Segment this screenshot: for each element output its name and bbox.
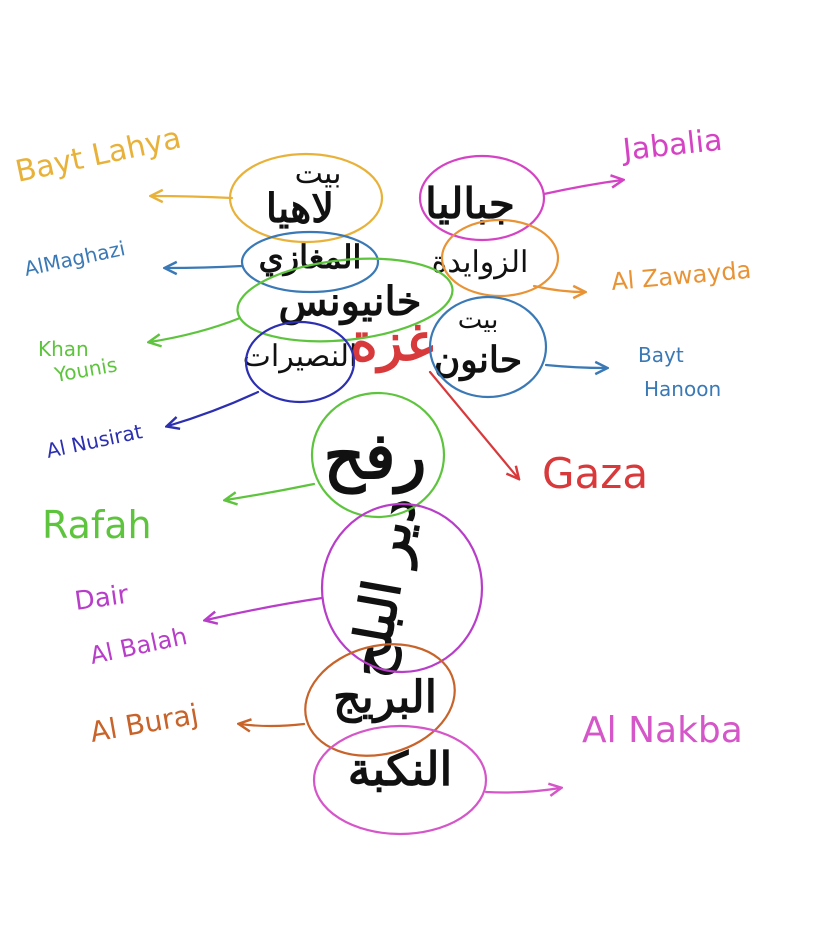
ellipse-al-maghazi <box>240 230 380 294</box>
label-bayt-hanoon-1: Bayt <box>638 343 684 367</box>
label-khan-younis-1: Khan <box>38 337 89 361</box>
label-dair-al-balah-1: Dair <box>73 580 131 617</box>
label-bayt-lahya: Bayt Lahya <box>12 121 184 190</box>
label-al-nakba: Al Nakba <box>582 710 743 751</box>
arabic-rafah: رفح <box>324 419 427 495</box>
arrow-al-buraj <box>240 724 306 726</box>
ellipse-al-zawayda <box>440 218 560 298</box>
arrow-al-nusirat <box>168 390 260 426</box>
arrow-bayt-hanoon <box>544 365 606 368</box>
arrow-gaza <box>428 370 518 478</box>
arabic-al-buraj: البريج <box>333 672 437 724</box>
arabic-al-nusirat: النصيرات <box>243 339 358 374</box>
arabic-bayt-lahya-1: بيت <box>295 156 342 191</box>
ellipse-dair-al-balah <box>320 502 484 674</box>
arabic-al-zawayda: الزوايدة <box>432 245 529 280</box>
ellipse-al-buraj <box>304 643 456 757</box>
arabic-bayt-hanoon-2: حانون <box>434 339 522 382</box>
ellipse-al-nusirat <box>244 320 356 404</box>
ellipse-khan-younis <box>236 257 454 343</box>
label-jabalia: Jabalia <box>619 123 724 168</box>
arrow-al-zawayda <box>532 286 584 292</box>
arabic-al-maghazi: المغازي <box>259 238 362 277</box>
ellipse-al-nakba <box>312 724 488 836</box>
ellipse-jabalia <box>418 154 546 242</box>
arabic-bayt-lahya-2: لاهيا <box>266 185 334 232</box>
arrow-al-nakba <box>484 788 560 793</box>
ellipse-bayt-hanoon <box>428 295 548 399</box>
ellipse-rafah <box>310 391 446 519</box>
arrow-dair-al-balah <box>206 596 324 620</box>
label-dair-al-balah-2: Al Balah <box>87 622 189 670</box>
label-al-nusirat: Al Nusirat <box>44 419 145 463</box>
arrow-al-maghazi <box>166 266 244 268</box>
arrow-khan-younis <box>150 316 242 342</box>
label-gaza: Gaza <box>542 449 648 498</box>
arrow-bayt-lahya <box>152 196 234 198</box>
label-al-maghazi: AlMaghazi <box>22 236 127 281</box>
label-bayt-hanoon-2: Hanoon <box>644 377 721 401</box>
arabic-bayt-hanoon-1: بيت <box>458 305 499 335</box>
label-al-zawayda: Al Zawayda <box>610 256 752 296</box>
arrow-jabalia <box>542 180 622 196</box>
calligraphy-column: بيت لاهيا جباليا المغازي الزوايدة خانيون… <box>243 156 529 796</box>
label-rafah: Rafah <box>42 503 152 547</box>
arrow-rafah <box>226 482 316 500</box>
label-al-buraj: Al Buraj <box>87 697 200 748</box>
